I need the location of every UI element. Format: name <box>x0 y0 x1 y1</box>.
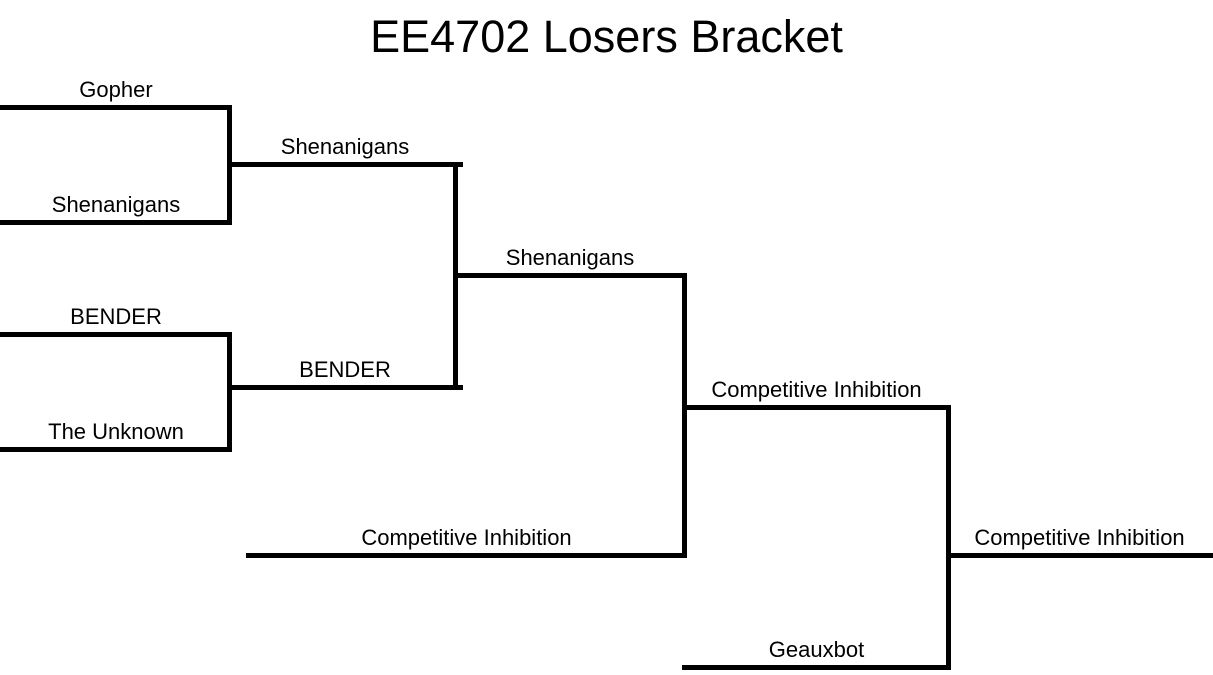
bracket-slot-label: BENDER <box>299 357 391 382</box>
bracket-slot-r2m1-bottom[interactable]: BENDER <box>227 340 463 390</box>
bracket-slot-r3m1-bottom[interactable]: Competitive Inhibition <box>246 508 687 558</box>
bracket-slot-label: Competitive Inhibition <box>361 525 572 550</box>
bracket-slot-line <box>682 405 951 410</box>
bracket-slot-line <box>0 220 232 225</box>
page-title: EE4702 Losers Bracket <box>370 11 843 62</box>
bracket-slot-label: Gopher <box>79 77 153 102</box>
bracket-slot-line <box>946 553 1213 558</box>
bracket-slot-label: Shenanigans <box>280 134 410 159</box>
bracket-connector-r4m1 <box>946 405 951 670</box>
bracket-slot-champion[interactable]: Competitive Inhibition <box>946 508 1213 558</box>
bracket-connector-r3m1 <box>682 273 687 558</box>
bracket-slot-label: Geauxbot <box>768 637 865 662</box>
bracket-slot-r4m1-top[interactable]: Competitive Inhibition <box>682 360 951 410</box>
bracket-slot-line <box>0 447 232 452</box>
bracket-slot-r1m2-bottom[interactable]: The Unknown <box>0 402 232 452</box>
bracket-slot-label: BENDER <box>70 304 162 329</box>
bracket-connector-r1m2 <box>227 332 232 452</box>
bracket-slot-r1m2-top[interactable]: BENDER <box>0 287 232 337</box>
bracket-slot-line <box>246 553 687 558</box>
bracket-slot-label: The Unknown <box>48 419 184 444</box>
bracket-slot-r2m1-top[interactable]: Shenanigans <box>227 117 463 167</box>
bracket-slot-r1m1-top[interactable]: Gopher <box>0 60 232 110</box>
bracket-champion-label: Competitive Inhibition <box>974 525 1185 550</box>
bracket-slot-r4m1-bottom[interactable]: Geauxbot <box>682 620 951 670</box>
bracket-slot-line <box>682 665 951 670</box>
bracket-slot-r1m1-bottom[interactable]: Shenanigans <box>0 175 232 225</box>
bracket-slot-line <box>227 162 463 167</box>
bracket-slot-label: Competitive Inhibition <box>711 377 922 402</box>
bracket-slot-label: Shenanigans <box>51 192 181 217</box>
bracket-slot-line <box>0 105 232 110</box>
bracket-slot-line <box>227 385 463 390</box>
bracket-slot-line <box>0 332 232 337</box>
bracket-slot-label: Shenanigans <box>505 245 635 270</box>
bracket-slot-line <box>453 273 687 278</box>
bracket-slot-r3m1-top[interactable]: Shenanigans <box>453 228 687 278</box>
